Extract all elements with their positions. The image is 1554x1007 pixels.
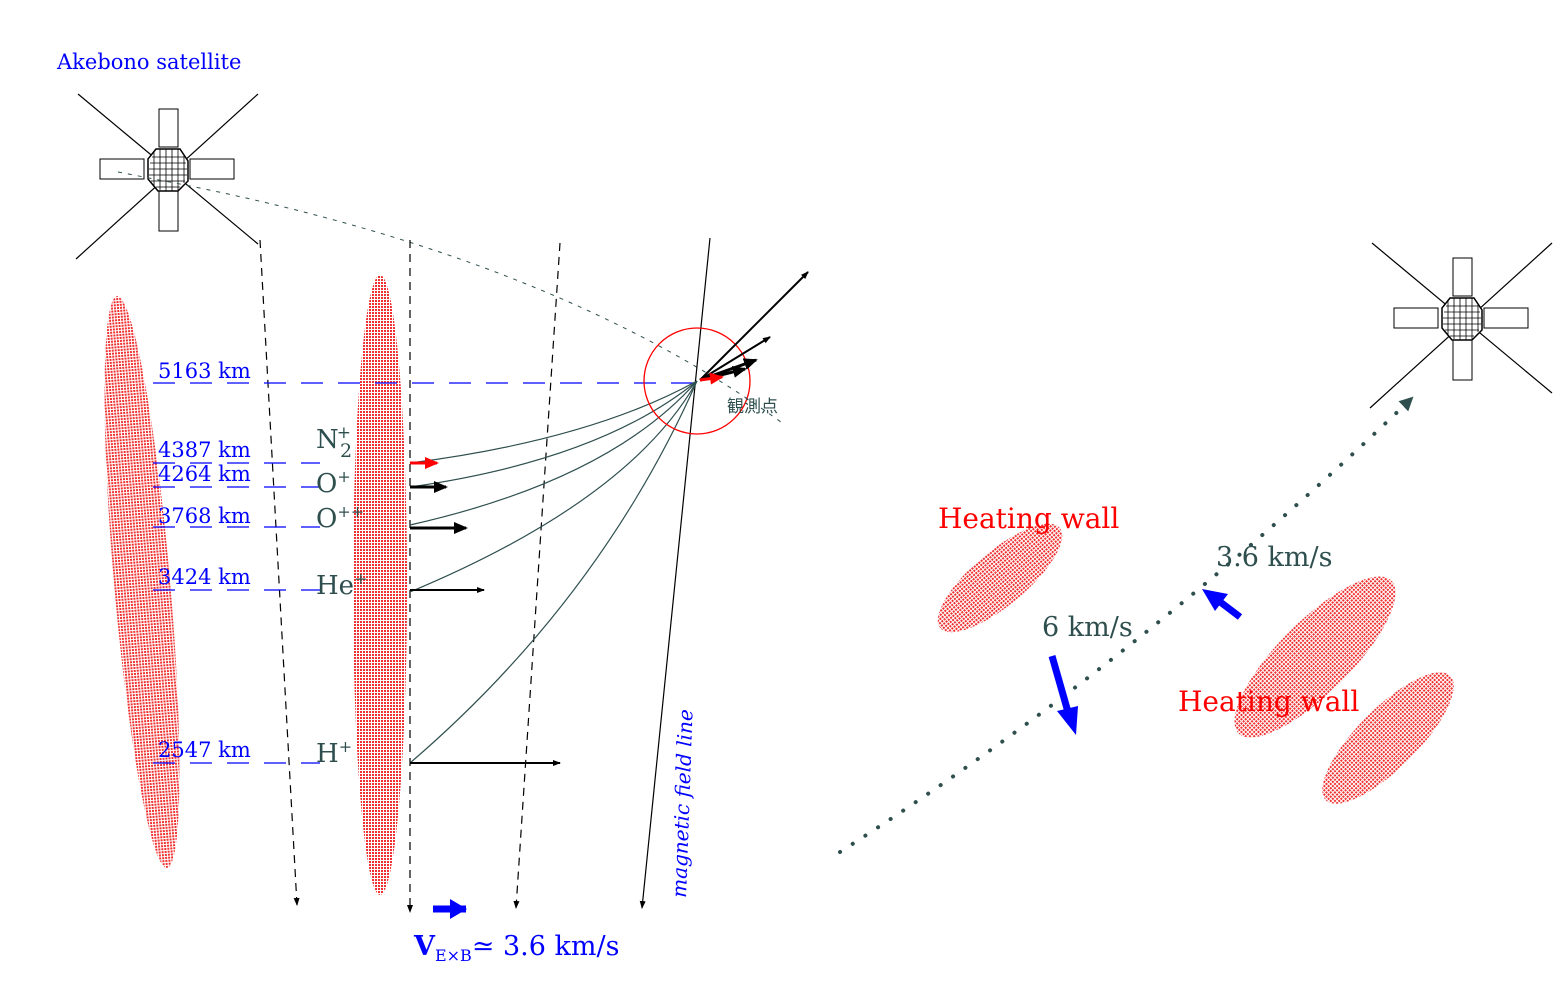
ion-label-he: He+: [316, 569, 367, 601]
heating-region-left: [104, 296, 180, 868]
altitude-label: 4387 km: [158, 438, 251, 462]
altitude-label: 5163 km: [158, 359, 251, 383]
ion-label-o: O+: [316, 467, 351, 499]
observation-point-label: 観測点: [727, 397, 778, 417]
ion-label-o2: O++: [316, 502, 364, 534]
altitude-label: 4264 km: [158, 462, 251, 486]
heating-wall-label: Heating wall: [1178, 685, 1359, 718]
altitude-label: 3424 km: [158, 565, 251, 589]
speed-label-6: 6 km/s: [1042, 612, 1133, 643]
field-line-label: magnetic field line: [667, 709, 698, 898]
convection-line-1: [259, 239, 300, 906]
convection-line-3: [513, 242, 561, 909]
magnetic-field-line: [639, 237, 711, 909]
heating-wall-region: [1322, 672, 1454, 804]
heating-wall-region: [937, 523, 1063, 633]
ion-label-n2: N+2: [316, 423, 352, 462]
observed-velocity-arrow: [699, 271, 809, 381]
drift-arrow-down: [1048, 655, 1072, 713]
satellite-icon: [1369, 242, 1553, 409]
vexb-label: VE×B≃ 3.6 km/s: [413, 931, 619, 965]
observed-n2-arrow: [699, 372, 724, 385]
heating-wall-label: Heating wall: [938, 502, 1119, 535]
altitude-label: 2547 km: [158, 738, 251, 762]
ion-label-h: H+: [316, 737, 352, 769]
ion-trajectories: [409, 380, 698, 764]
akebono-satellite-icon: [75, 93, 259, 260]
altitude-label: 3768 km: [158, 504, 251, 528]
satellite-label: Akebono satellite: [56, 50, 241, 74]
heating-wall-region: [1234, 576, 1396, 738]
altitude-lines: [153, 382, 697, 764]
heating-region-center: [353, 275, 407, 895]
speed-label-3-6: 3.6 km/s: [1216, 542, 1332, 573]
observation-circle: [643, 327, 751, 435]
